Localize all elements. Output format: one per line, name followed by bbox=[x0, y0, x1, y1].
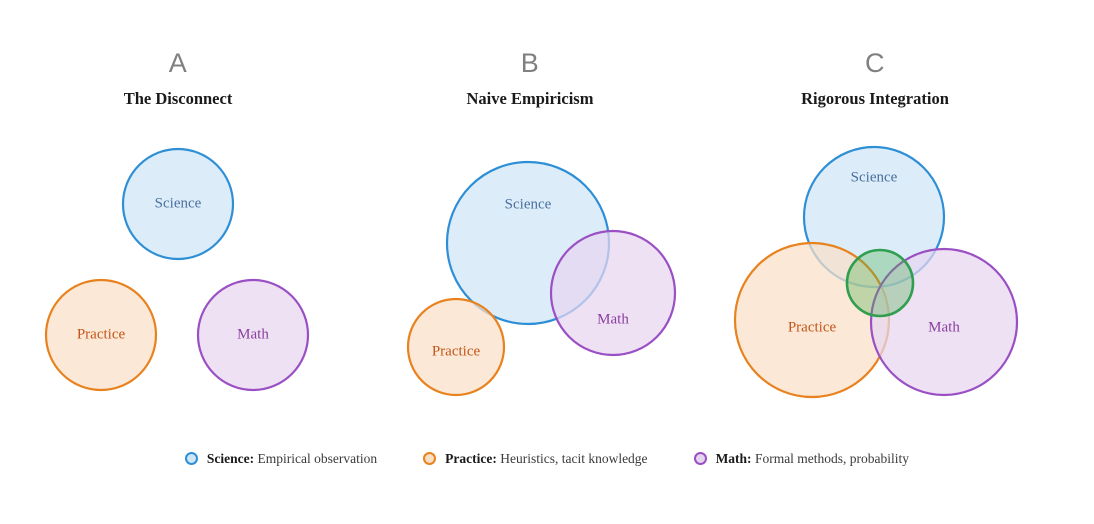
label-math-panel-c: Math bbox=[928, 319, 960, 335]
label-science-panel-a: Science bbox=[155, 195, 202, 211]
science-swatch-icon bbox=[184, 452, 198, 466]
circle-math-panel-b bbox=[549, 229, 677, 357]
label-practice-panel-c: Practice bbox=[788, 319, 837, 335]
legend-desc-practice: Heuristics, tacit knowledge bbox=[500, 451, 648, 466]
math-swatch-icon bbox=[693, 452, 707, 466]
panel-letter-a: A bbox=[168, 48, 188, 78]
panel-letter-b: B bbox=[520, 48, 540, 78]
circle-science-panel-a bbox=[121, 147, 235, 261]
legend-label-practice: Practice: Heuristics, tacit knowledge bbox=[445, 452, 647, 466]
core-intersection-circle bbox=[845, 248, 915, 318]
legend-item-science[interactable]: Science: Empirical observation bbox=[184, 452, 377, 466]
panel-header-b: B Naive Empiricism bbox=[360, 50, 700, 108]
legend-bold-practice: Practice: bbox=[445, 451, 497, 466]
panel-header-c: C Rigorous Integration bbox=[705, 50, 1045, 108]
legend-desc-math: Formal methods, probability bbox=[754, 451, 910, 466]
circle-practice-panel-a bbox=[44, 278, 158, 392]
legend-label-science: Science: Empirical observation bbox=[207, 452, 377, 466]
practice-swatch-icon bbox=[423, 452, 437, 466]
panel-letter-c: C bbox=[865, 48, 885, 78]
legend-bold-science: Science: bbox=[206, 451, 255, 466]
label-math-panel-a: Math bbox=[237, 326, 269, 342]
panel-header-a: A The Disconnect bbox=[8, 50, 348, 108]
panel-title-b: Naive Empiricism bbox=[466, 89, 594, 108]
legend-item-practice[interactable]: Practice: Heuristics, tacit knowledge bbox=[423, 452, 648, 466]
legend: Science: Empirical observation Practice:… bbox=[0, 452, 1094, 466]
legend-item-math[interactable]: Math: Formal methods, probability bbox=[693, 452, 910, 466]
label-science-panel-b: Science bbox=[505, 196, 552, 212]
circle-practice-panel-b bbox=[406, 297, 506, 397]
label-math-panel-b: Math bbox=[597, 311, 629, 327]
circle-math-panel-a bbox=[196, 278, 310, 392]
legend-desc-science: Empirical observation bbox=[257, 451, 378, 466]
legend-bold-math: Math: bbox=[715, 451, 752, 466]
label-practice-panel-b: Practice bbox=[432, 343, 481, 359]
label-science-panel-c: Science bbox=[851, 169, 898, 185]
legend-label-math: Math: Formal methods, probability bbox=[716, 452, 910, 466]
panel-title-c: Rigorous Integration bbox=[801, 89, 949, 108]
panel-title-a: The Disconnect bbox=[123, 89, 233, 108]
label-practice-panel-a: Practice bbox=[77, 326, 126, 342]
circle-math-panel-c bbox=[869, 247, 1019, 397]
